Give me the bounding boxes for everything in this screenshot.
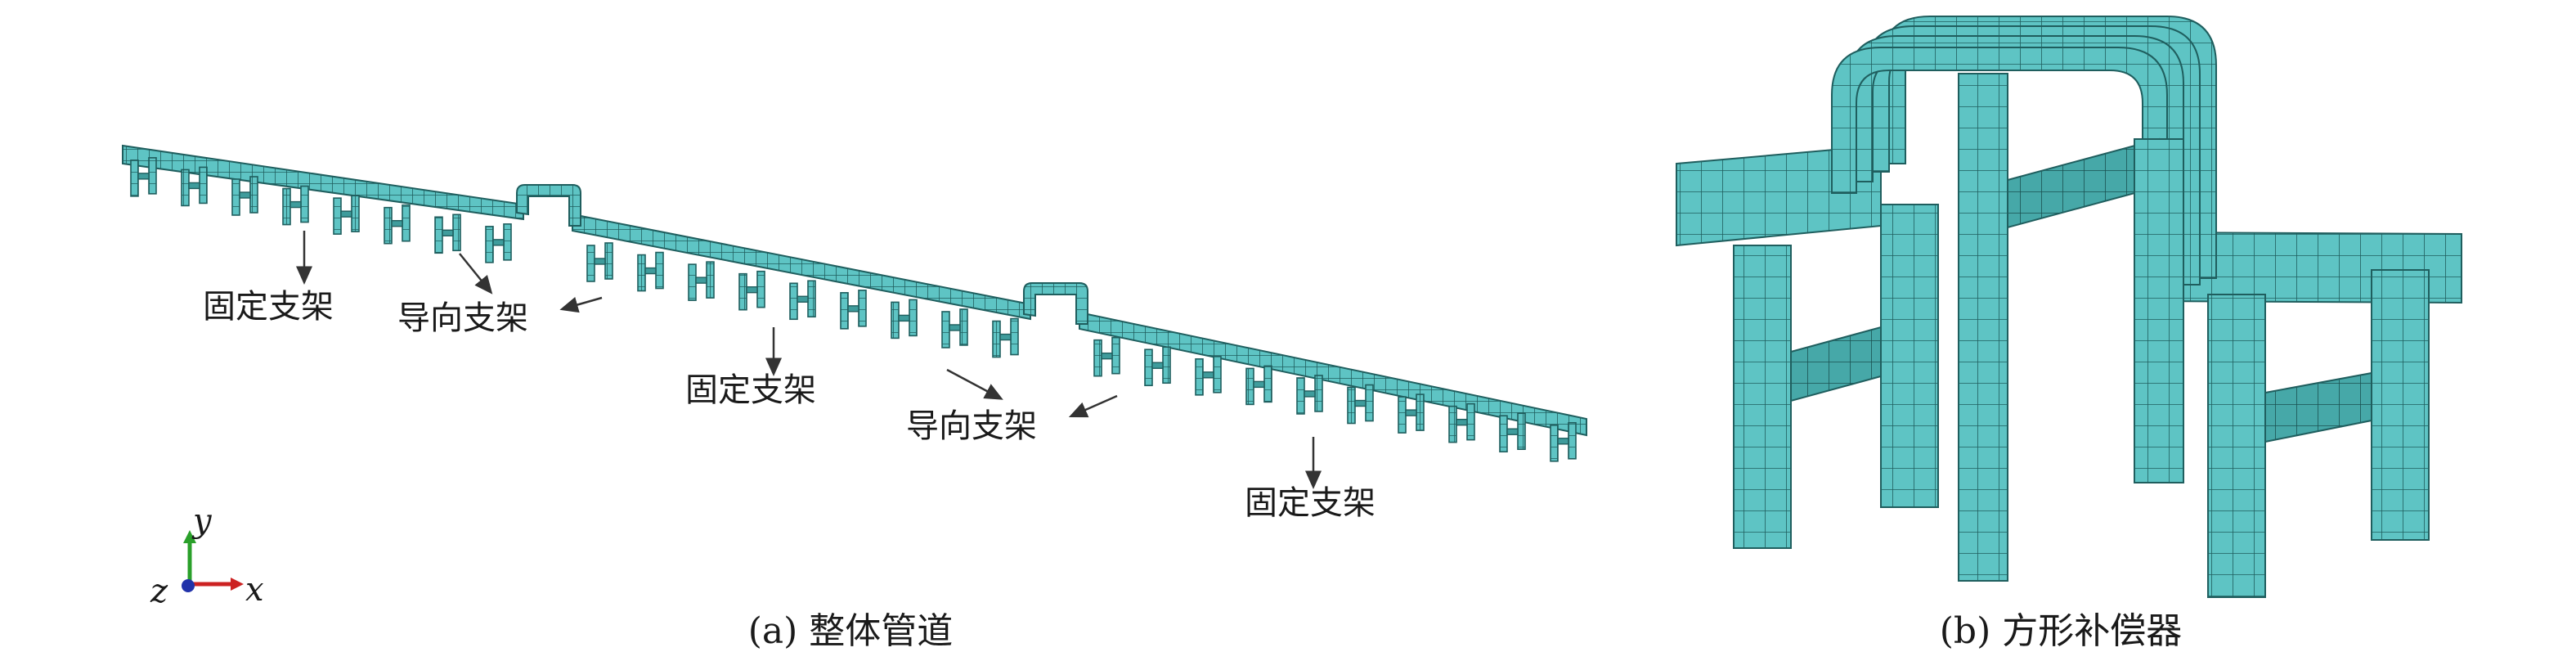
pipe-support-stand bbox=[1195, 356, 1222, 396]
axis-x-label: x bbox=[245, 571, 264, 609]
pipe-support-stand bbox=[485, 223, 512, 263]
annotation-fixed-support-1: 固定支架 bbox=[203, 231, 334, 326]
pipe-support-stand bbox=[738, 270, 765, 311]
pipe-support-stand bbox=[688, 261, 715, 301]
pipe-support-stand bbox=[1499, 412, 1526, 453]
compensator-loops bbox=[1831, 16, 2217, 299]
pipe-support-stand bbox=[789, 280, 816, 321]
support-frame-left bbox=[1733, 204, 1939, 549]
pipe-support-stand bbox=[586, 242, 613, 282]
pipe-support-stand bbox=[1448, 402, 1475, 443]
panel-b-expansion-joint: (b) 方形补偿器 bbox=[1676, 16, 2462, 652]
pipe-support-stand bbox=[941, 308, 968, 348]
pipe-support-stand bbox=[1550, 421, 1577, 462]
pipe-support-stand bbox=[1144, 346, 1171, 387]
panel-a-pipeline: 固定支架 导向支架 固定支架 导向支架 固定支架 y x bbox=[122, 144, 1587, 652]
svg-text:固定支架: 固定支架 bbox=[685, 371, 816, 409]
svg-text:导向支架: 导向支架 bbox=[397, 299, 528, 337]
axis-x-head bbox=[231, 578, 244, 591]
annotation-guide-support-1: 导向支架 bbox=[397, 253, 603, 337]
annotation-fixed-support-2: 固定支架 bbox=[685, 327, 816, 409]
supports-group bbox=[130, 157, 1577, 462]
expansion-loop bbox=[516, 184, 581, 227]
pipe-support-stand bbox=[891, 299, 918, 339]
pipe-support-stand bbox=[1398, 393, 1425, 434]
support-frame-right bbox=[2207, 269, 2430, 598]
pipe-support-stand bbox=[181, 166, 208, 207]
annotation-fixed-support-3: 固定支架 bbox=[1245, 437, 1376, 522]
coordinate-triad: y x z bbox=[150, 502, 264, 610]
pipe-segment bbox=[1079, 311, 1587, 437]
pipe-support-stand bbox=[333, 195, 360, 235]
svg-text:固定支架: 固定支架 bbox=[1245, 484, 1376, 522]
pipe-support-stand bbox=[130, 157, 157, 197]
expansion-loop bbox=[1023, 282, 1088, 325]
pipe-support-stand bbox=[434, 214, 461, 254]
axis-y-head bbox=[183, 530, 196, 543]
caption-b: (b) 方形补偿器 bbox=[1940, 610, 2182, 652]
pipe-support-stand bbox=[1296, 375, 1323, 415]
pipe-support-stand bbox=[1093, 336, 1120, 377]
svg-text:固定支架: 固定支架 bbox=[203, 288, 334, 326]
pipe-support-stand bbox=[637, 251, 664, 292]
axis-y-label: y bbox=[191, 502, 213, 540]
pipe-support-stand bbox=[231, 176, 258, 216]
axis-z-label: z bbox=[150, 573, 168, 610]
pipe-segment bbox=[122, 144, 524, 221]
caption-a: (a) 整体管道 bbox=[748, 610, 954, 652]
pipe-support-stand bbox=[1245, 365, 1272, 406]
svg-text:导向支架: 导向支架 bbox=[906, 407, 1037, 445]
pipe-support-stand bbox=[1347, 384, 1374, 425]
pipe-support-stand bbox=[840, 290, 867, 330]
annotation-guide-support-2: 导向支架 bbox=[906, 368, 1118, 445]
axis-z-dot bbox=[182, 579, 195, 592]
pipe-support-stand bbox=[384, 204, 411, 245]
support-frame-center bbox=[1958, 73, 2184, 582]
pipe-support-stand bbox=[992, 317, 1019, 358]
pipe-support-stand bbox=[282, 185, 309, 226]
